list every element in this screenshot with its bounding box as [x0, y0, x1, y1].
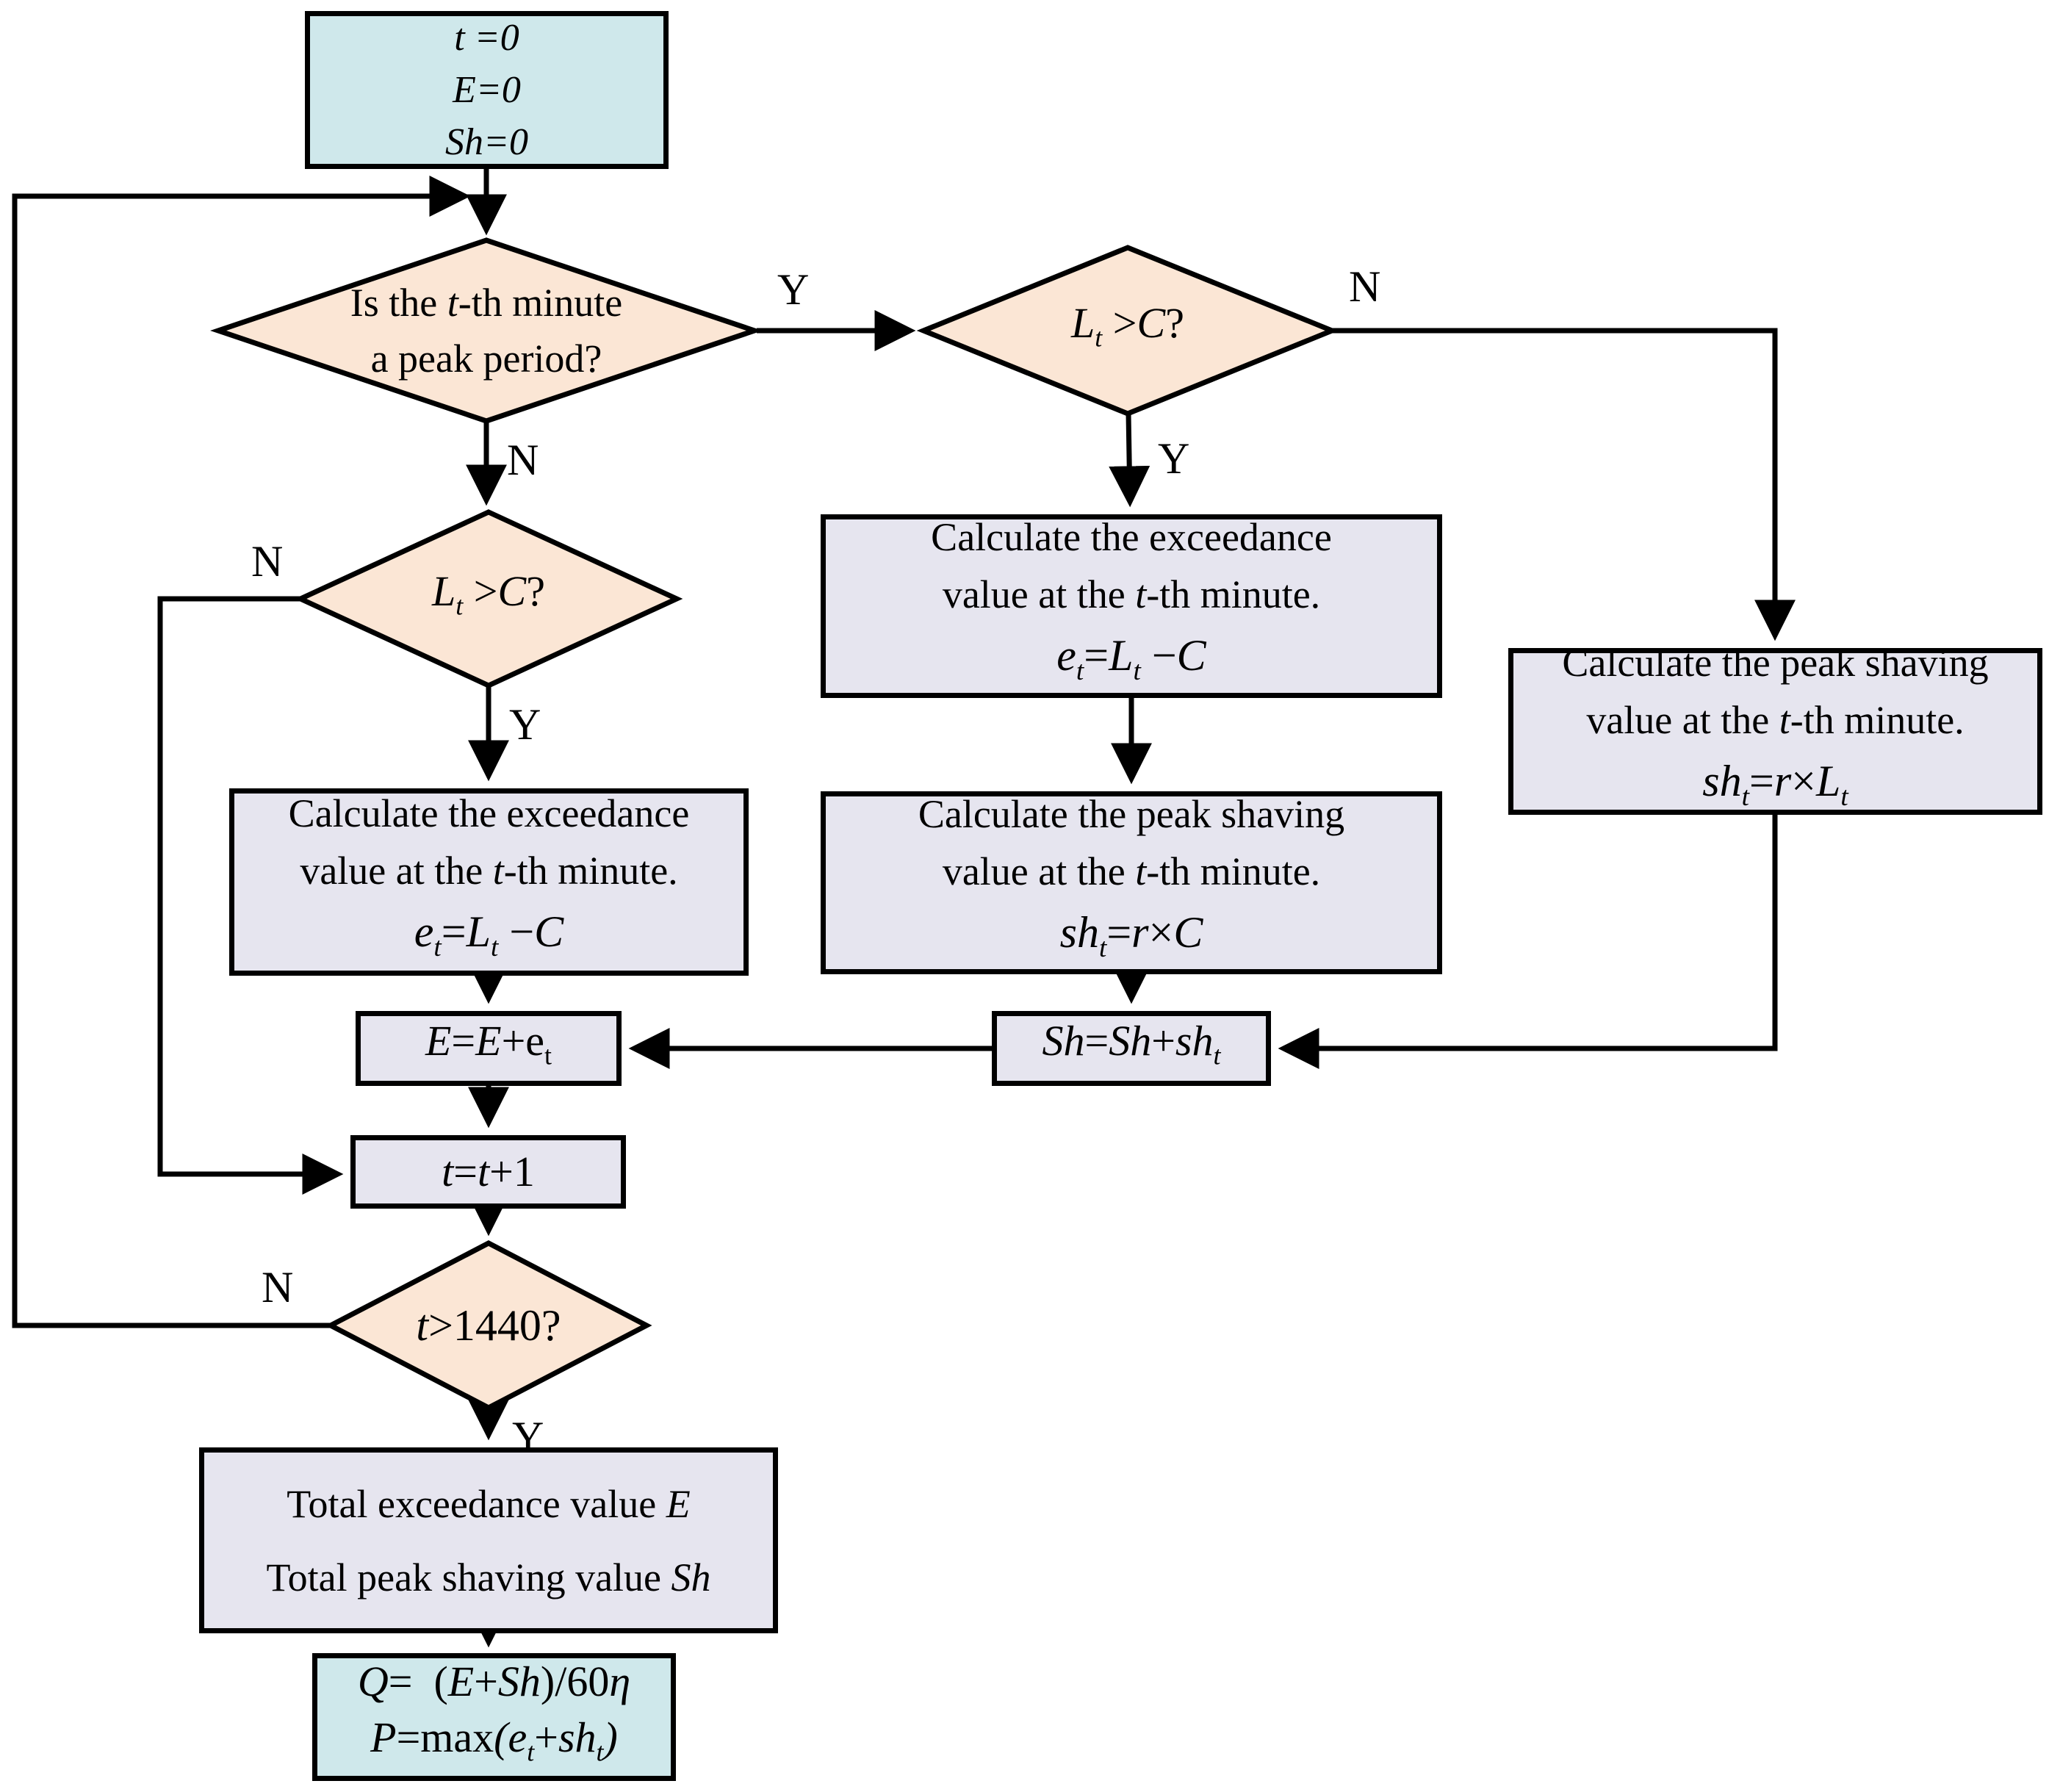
diamond-load-right	[916, 245, 1339, 417]
exceedance-left-formula: et=Lt −C	[414, 907, 564, 962]
end-of-day-condition: t>1440?	[416, 1301, 561, 1350]
node-peak-shaving-center: Calculate the peak shaving value at the …	[821, 791, 1442, 974]
diamond-load-left-text: Lt >C?	[300, 512, 677, 686]
t-increment-formula: t=t+1	[442, 1148, 535, 1195]
branch-label-load-left-no: N	[251, 537, 284, 586]
node-peak-shaving-right: Calculate the peak shaving value at the …	[1508, 641, 2042, 815]
diamond-load-left	[294, 509, 683, 688]
node-sh-accumulate: Sh=Sh+sht	[992, 1011, 1271, 1086]
exceedance-left-line-2: value at the t-th minute.	[300, 848, 678, 893]
branch-label-load-left-yes: Y	[509, 700, 541, 749]
peak-period-line-2: a peak period?	[370, 337, 602, 381]
node-exceedance-left: Calculate the exceedance value at the t-…	[229, 788, 749, 976]
diamond-end-of-day-text: t>1440?	[331, 1243, 647, 1408]
totals-line-2: Total peak shaving value Sh	[266, 1555, 711, 1600]
edge-peak-shaving-right-to-sh-accumulate	[1278, 815, 1778, 1069]
load-right-condition: Lt >C?	[1071, 299, 1184, 353]
exceedance-center-line-2: value at the t-th minute.	[942, 572, 1321, 616]
edge-left-decision-no-to-t-increment	[157, 596, 344, 1195]
diamond-end-of-day	[325, 1240, 652, 1411]
sh-accumulate-formula: Sh=Sh+sht	[1042, 1017, 1221, 1070]
node-init: t =0 E=0 Sh=0	[305, 11, 669, 169]
node-e-accumulate: E=E+et	[356, 1011, 622, 1086]
node-totals: Total exceedance value E Total peak shav…	[199, 1447, 778, 1633]
peak-period-line-1: Is the t-th minute	[350, 281, 623, 325]
node-exceedance-center: Calculate the exceedance value at the t-…	[821, 514, 1442, 698]
diamond-peak-period	[210, 237, 763, 424]
peak-shaving-right-line-1: Calculate the peak shaving	[1562, 640, 1989, 685]
e-accumulate-formula: E=E+et	[425, 1017, 552, 1070]
init-line-3: Sh=0	[444, 121, 529, 163]
result-line-1: Q= (E+Sh)/60η	[357, 1658, 631, 1706]
branch-label-end-of-day-no: N	[262, 1263, 294, 1311]
load-left-condition: Lt >C?	[432, 567, 545, 621]
edge-right-decision-no-to-peak-shaving-right	[1332, 328, 1796, 641]
branch-label-peak-yes: Y	[777, 265, 810, 314]
peak-shaving-right-line-2: value at the t-th minute.	[1586, 697, 1965, 742]
branch-label-peak-no: N	[507, 436, 539, 484]
branch-label-load-right-yes: Y	[1158, 434, 1190, 483]
branch-label-load-right-no: N	[1349, 262, 1381, 311]
diamond-peak-period-text: Is the t-th minute a peak period?	[218, 240, 755, 421]
diamond-load-right-text: Lt >C?	[923, 248, 1332, 414]
edge-loop-return-no-1440	[12, 176, 471, 1328]
peak-shaving-right-formula: sht=r×Lt	[1702, 756, 1848, 812]
exceedance-left-line-1: Calculate the exceedance	[288, 791, 690, 835]
branch-label-end-of-day-yes: Y	[512, 1413, 544, 1461]
exceedance-center-formula: et=Lt −C	[1056, 631, 1206, 686]
init-line-2: E=0	[453, 69, 521, 111]
edge-right-decision-yes-to-exceedance-center	[1109, 413, 1150, 508]
node-result: Q= (E+Sh)/60η P=max(et+sht)	[312, 1653, 676, 1781]
node-t-increment: t=t+1	[350, 1135, 626, 1209]
totals-line-1: Total exceedance value E	[287, 1481, 691, 1526]
exceedance-center-line-1: Calculate the exceedance	[931, 515, 1332, 559]
peak-shaving-center-line-1: Calculate the peak shaving	[918, 791, 1345, 836]
peak-shaving-center-line-2: value at the t-th minute.	[942, 849, 1321, 893]
peak-shaving-center-formula: sht=r×C	[1059, 907, 1203, 963]
result-line-2: P=max(et+sht)	[370, 1713, 618, 1767]
init-line-1: t =0	[454, 17, 519, 59]
